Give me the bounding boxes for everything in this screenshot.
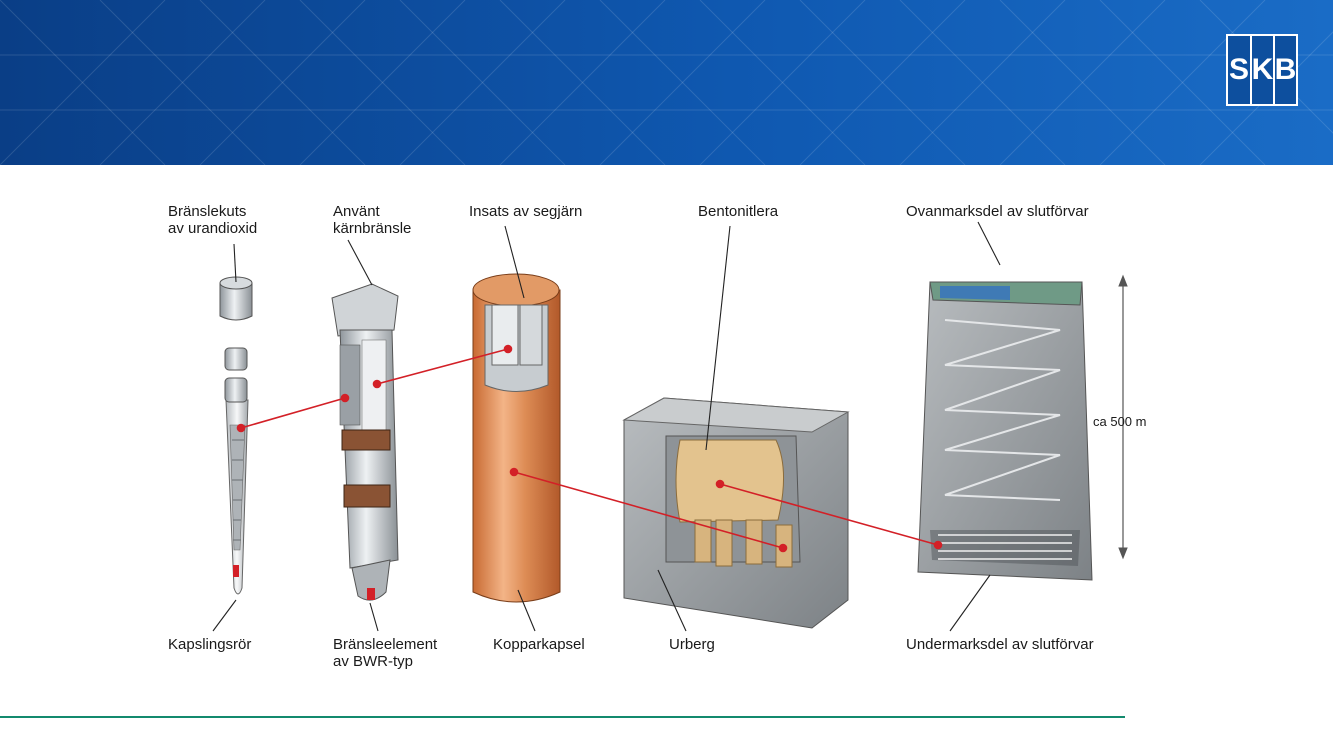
leader-lines — [213, 222, 1000, 631]
bwr-fuel-element — [332, 284, 398, 600]
label-spent-fuel: Använt kärnbränsle — [333, 203, 411, 237]
label-bwr-element: Bränsleelement av BWR-typ — [333, 636, 437, 670]
label-bedrock: Urberg — [669, 636, 715, 653]
fuel-pellet — [220, 277, 252, 320]
footer-divider — [0, 716, 1125, 718]
cladding-tube — [225, 348, 248, 594]
label-surface-facility: Ovanmarksdel av slutförvar — [906, 203, 1089, 220]
copper-canister — [473, 274, 560, 602]
depth-label: ca 500 m — [1093, 414, 1146, 429]
label-fuel-pellet: Bränslekuts av urandioxid — [168, 203, 257, 237]
label-cladding-tube: Kapslingsrör — [168, 636, 251, 653]
bentonite-clay — [676, 440, 784, 522]
label-iron-insert: Insats av segjärn — [469, 203, 582, 220]
label-copper-canister: Kopparkapsel — [493, 636, 585, 653]
repository-tower — [918, 282, 1092, 580]
label-bentonite: Bentonitlera — [698, 203, 778, 220]
label-underground-facility: Undermarksdel av slutförvar — [906, 636, 1094, 653]
